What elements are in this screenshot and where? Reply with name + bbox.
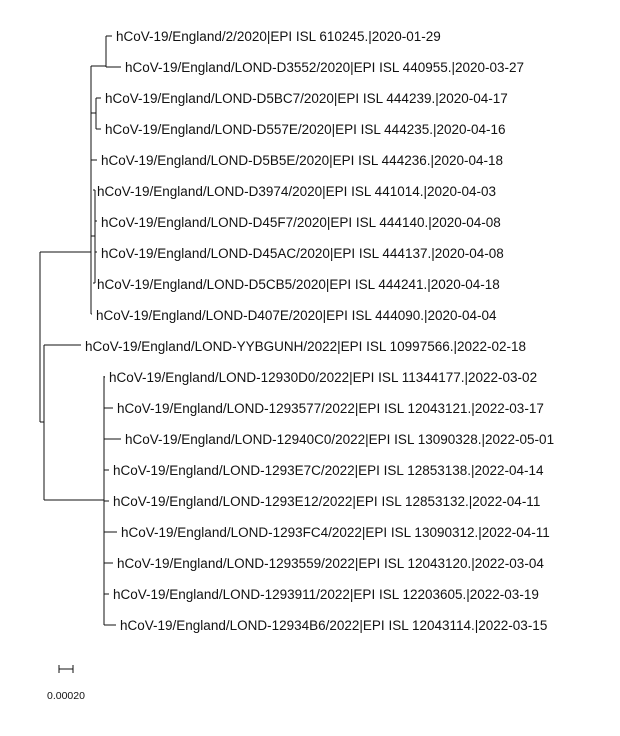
tip-labels: hCoV-19/England/2/2020|EPI ISL 610245.|2…	[85, 29, 554, 633]
tree-branches	[39, 35, 121, 626]
tip-label: hCoV-19/England/LOND-D407E/2020|EPI ISL …	[96, 308, 497, 323]
tip-label: hCoV-19/England/LOND-12940C0/2022|EPI IS…	[125, 432, 554, 447]
tip-label: hCoV-19/England/LOND-1293FC4/2022|EPI IS…	[121, 525, 550, 540]
tip-label: hCoV-19/England/LOND-D3974/2020|EPI ISL …	[97, 184, 496, 199]
scale-bar-label: 0.00020	[47, 690, 85, 702]
tip-label: hCoV-19/England/LOND-1293E12/2022|EPI IS…	[113, 494, 540, 509]
tip-label: hCoV-19/England/LOND-1293911/2022|EPI IS…	[113, 587, 539, 602]
tip-label: hCoV-19/England/LOND-D45F7/2020|EPI ISL …	[101, 215, 501, 230]
tip-label: hCoV-19/England/LOND-D3552/2020|EPI ISL …	[125, 60, 524, 75]
tip-label: hCoV-19/England/LOND-1293559/2022|EPI IS…	[117, 556, 544, 571]
tip-label: hCoV-19/England/LOND-12930D0/2022|EPI IS…	[109, 370, 537, 385]
tip-label: hCoV-19/England/LOND-12934B6/2022|EPI IS…	[120, 618, 547, 633]
tip-label: hCoV-19/England/LOND-D45AC/2020|EPI ISL …	[101, 246, 504, 261]
tip-label: hCoV-19/England/LOND-D5CB5/2020|EPI ISL …	[97, 277, 500, 292]
tip-label: hCoV-19/England/LOND-1293577/2022|EPI IS…	[117, 401, 544, 416]
tip-label: hCoV-19/England/LOND-D5BC7/2020|EPI ISL …	[105, 91, 508, 106]
tip-label: hCoV-19/England/2/2020|EPI ISL 610245.|2…	[116, 29, 441, 44]
tip-label: hCoV-19/England/LOND-1293E7C/2022|EPI IS…	[113, 463, 544, 478]
tip-label: hCoV-19/England/LOND-D557E/2020|EPI ISL …	[105, 122, 506, 137]
scale-bar: 0.00020	[47, 665, 85, 702]
tip-label: hCoV-19/England/LOND-YYBGUNH/2022|EPI IS…	[85, 339, 526, 354]
tip-label: hCoV-19/England/LOND-D5B5E/2020|EPI ISL …	[101, 153, 503, 168]
